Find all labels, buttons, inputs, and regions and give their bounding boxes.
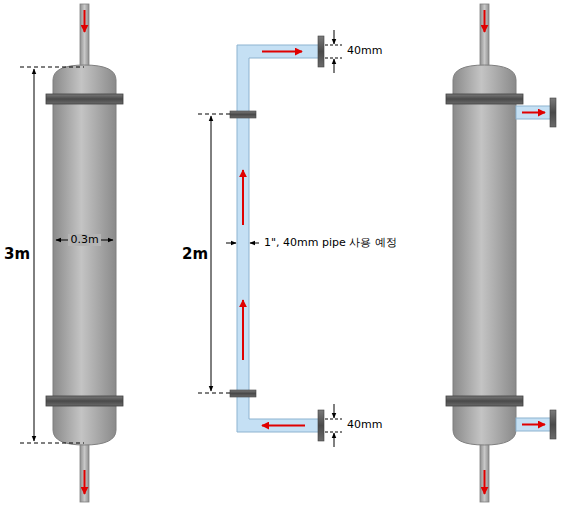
vessel-right <box>446 4 556 502</box>
pipe-size-note: 1", 40mm pipe 사용 예정 <box>262 237 399 250</box>
dimension-length: 2m <box>180 246 210 263</box>
dimension-pipe-od: 40mm <box>345 45 384 58</box>
dimension-height: 3m <box>2 246 32 263</box>
dimension-diameter: 0.3m <box>68 234 100 247</box>
vessel-left <box>20 4 123 502</box>
dimension-pipe-od: 40mm <box>345 419 384 432</box>
